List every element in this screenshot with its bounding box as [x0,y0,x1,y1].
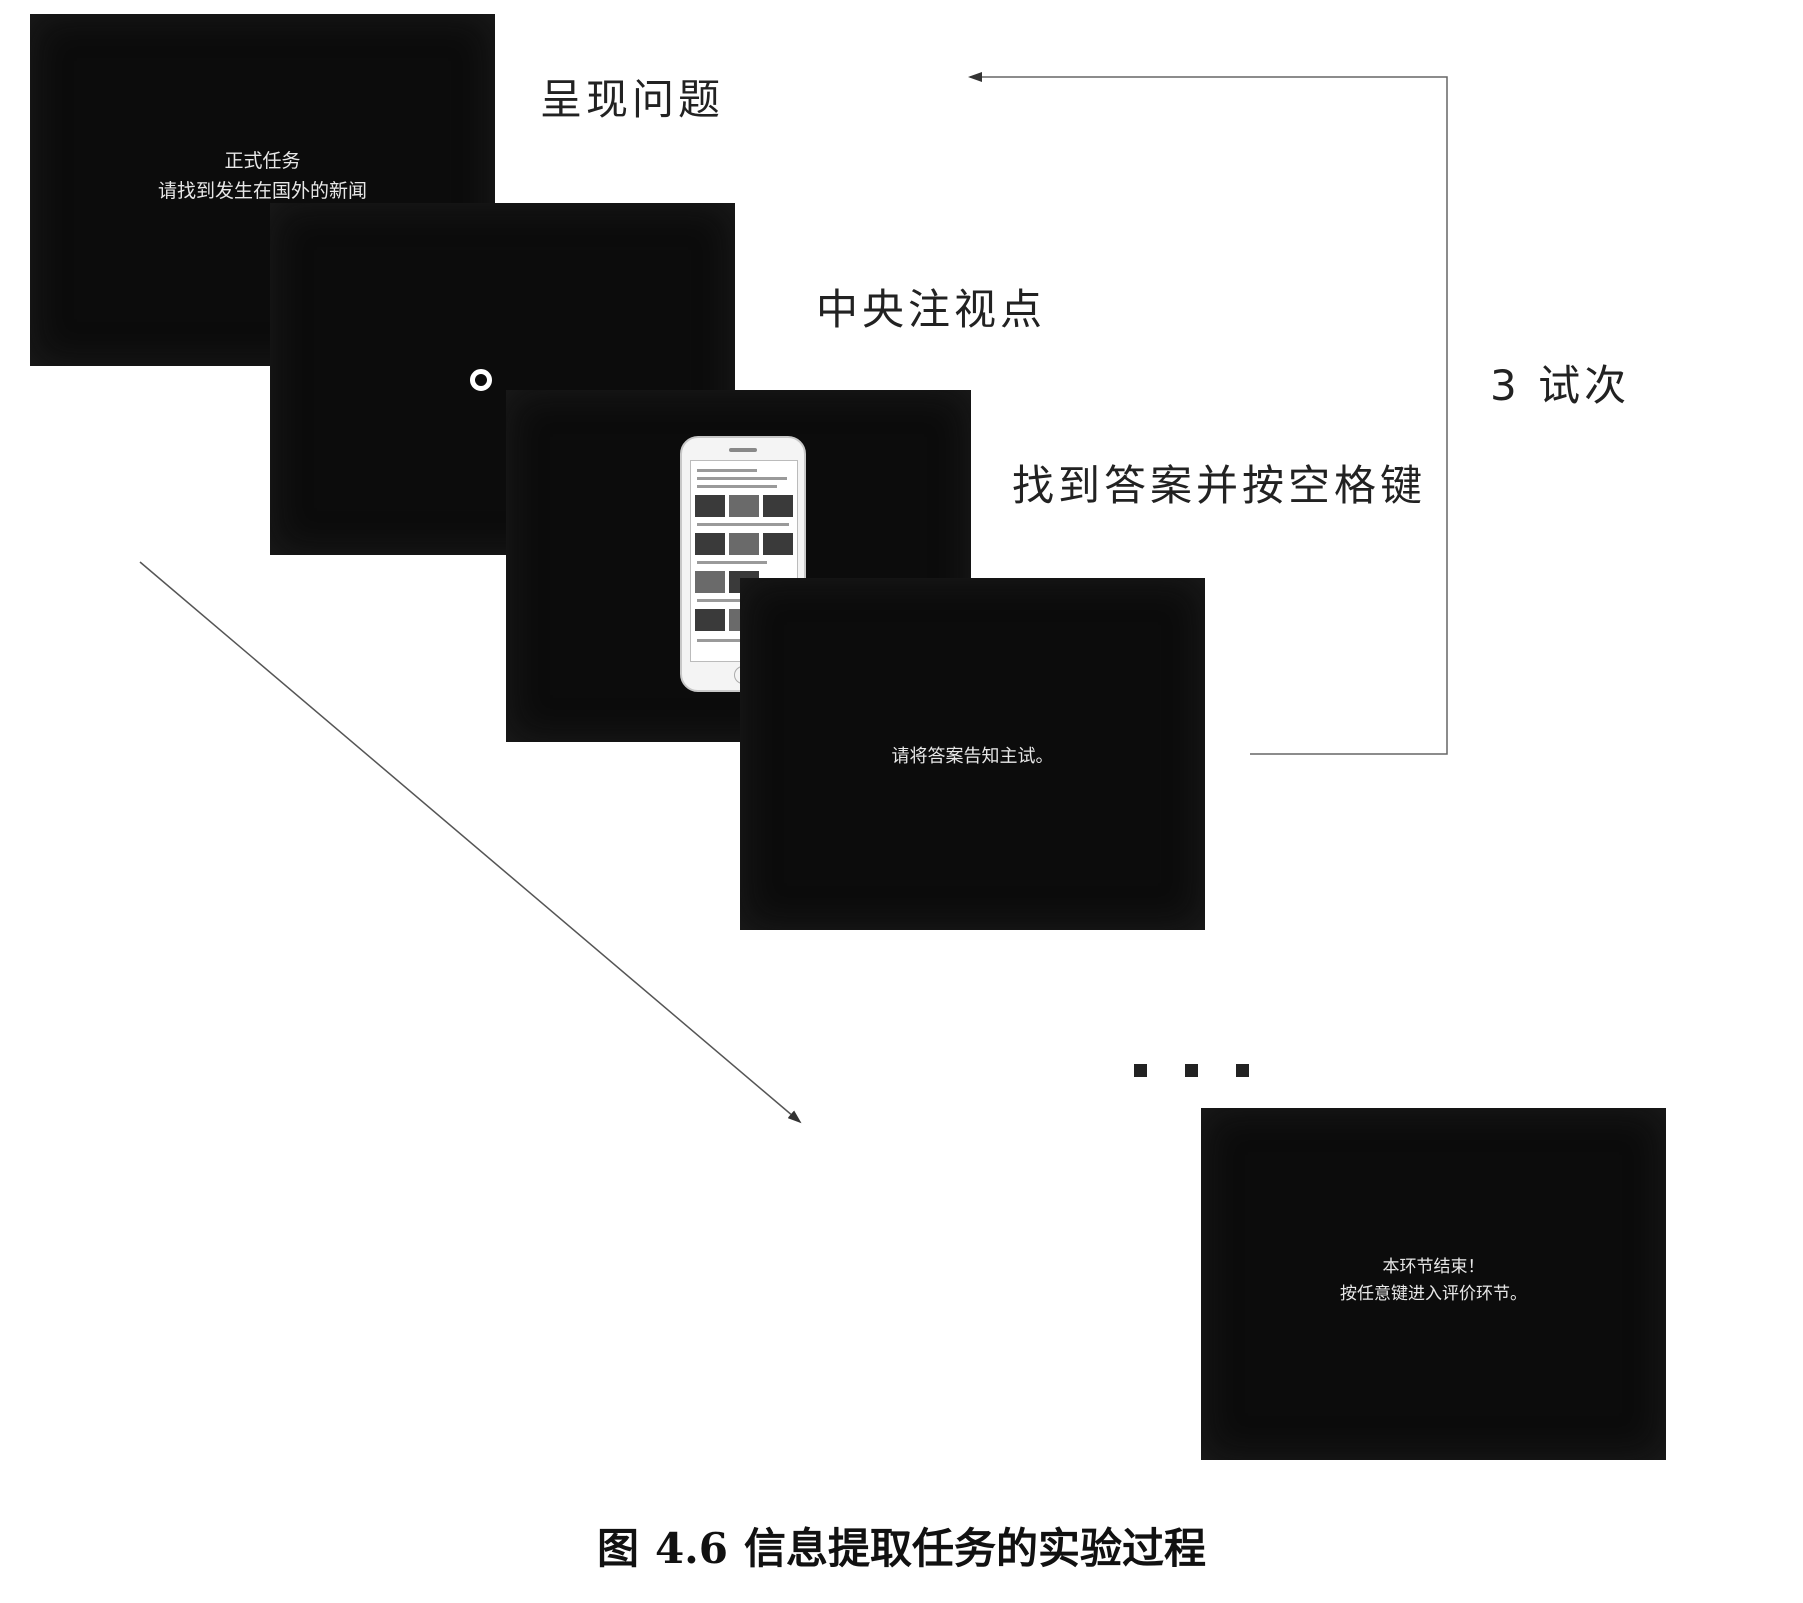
label-present-question: 呈现问题 [540,75,725,124]
feed-line [697,477,787,480]
ellipsis-dot [1134,1064,1147,1077]
label-fixation-point: 中央注视点 [816,285,1047,334]
caption-number: 4.6 [654,1524,729,1573]
fixation-point-icon [470,369,492,391]
news-thumbnail [763,495,793,517]
question-screen: 正式任务 请找到发生在国外的新闻 [30,14,495,366]
phone-speaker [729,448,757,452]
caption-prefix: 图 [596,1524,639,1573]
feed-line [697,469,757,472]
ellipsis-icon [1134,1064,1249,1077]
feed-line [697,523,789,526]
news-thumbnail [695,495,725,517]
report-screen: 请将答案告知主试。 [740,578,1205,930]
report-screen-text: 请将答案告知主试。 [891,746,1054,767]
caption-title: 信息提取任务的实验过程 [744,1524,1207,1573]
figure-caption: 图 4.6 信息提取任务的实验过程 [0,1515,1803,1576]
label-find-answer: 找到答案并按空格键 [1012,461,1427,510]
end-screen: 本环节结束！ 按任意键进入评价环节。 [1201,1108,1666,1460]
label-trial-count: 3 试次 [1490,361,1631,410]
news-thumbnail [729,495,759,517]
feed-line [697,485,777,488]
ellipsis-dot [1236,1064,1249,1077]
news-thumbnail [695,571,725,593]
news-thumbnail [695,609,725,631]
question-screen-text: 正式任务 请找到发生在国外的新闻 [157,150,367,203]
news-thumbnail [729,533,759,555]
end-screen-text: 本环节结束！ 按任意键进入评价环节。 [1340,1257,1527,1305]
news-thumbnail [695,533,725,555]
news-thumbnail [763,533,793,555]
feed-line [697,561,767,564]
ellipsis-dot [1185,1064,1198,1077]
